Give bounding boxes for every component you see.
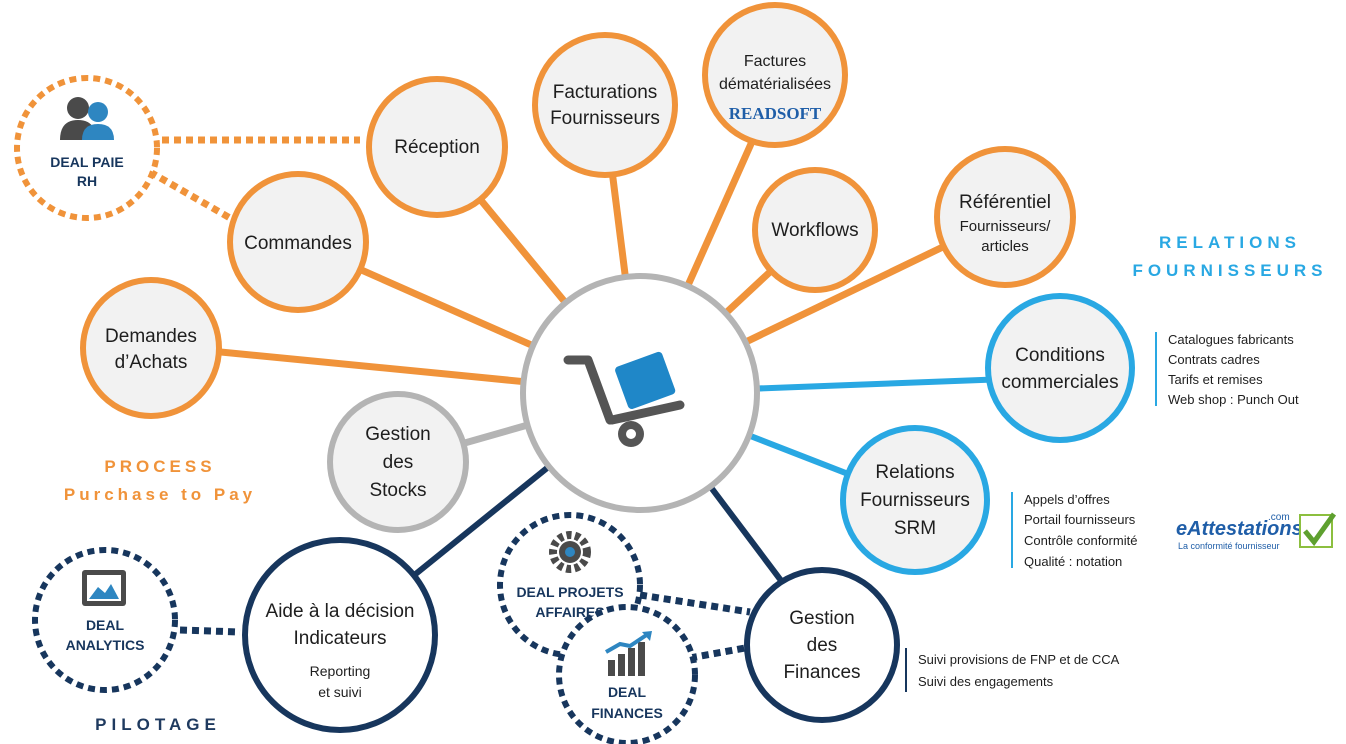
dotted-paie-commandes [148, 168, 232, 222]
facturations-line-2: Fournisseurs [550, 108, 660, 129]
relations-title-2: FOURNISSEURS [1132, 261, 1327, 280]
list-item: Contrôle conformité [1024, 533, 1137, 548]
conditions-line-1: Conditions [1015, 345, 1105, 366]
dotted-projets-finances [639, 591, 751, 616]
aide-line-2: Indicateurs [294, 628, 387, 649]
pilotage-title: PILOTAGE [95, 715, 221, 734]
relations-line-1: Relations [875, 462, 954, 483]
node-gestion-stocks[interactable]: Gestion des Stocks [327, 391, 469, 533]
referentiel-sub-1: Fournisseurs/ [960, 218, 1052, 235]
factures-line-1: Factures [744, 53, 806, 70]
node-reception[interactable]: Réception [366, 76, 508, 218]
gear-icon [549, 531, 591, 573]
finances-list: Suivi provisions de FNP et de CCA Suivi … [905, 648, 1120, 692]
list-item: Catalogues fabricants [1168, 332, 1294, 347]
demandes-line-1: Demandes [105, 326, 197, 347]
node-gestion-finances[interactable]: Gestion des Finances [744, 567, 900, 723]
finances-line-3: Finances [783, 662, 860, 683]
list-item: Appels d’offres [1024, 492, 1110, 507]
finance-bars-icon [605, 631, 652, 676]
deal-finances-line-1: DEAL [608, 684, 647, 700]
relations-list: Appels d’offres Portail fournisseurs Con… [1011, 492, 1137, 569]
node-aide-decision[interactable]: Aide à la décision Indicateurs Reporting… [242, 537, 438, 733]
list-item: Tarifs et remises [1168, 372, 1263, 387]
node-factures[interactable]: Factures dématérialisées READSOFT [702, 2, 848, 148]
eattestations-suffix: .com [1268, 512, 1290, 523]
deal-finances-line-2: FINANCES [591, 705, 663, 721]
node-demandes[interactable]: Demandes d’Achats [80, 277, 222, 419]
list-item: Qualité : notation [1024, 554, 1122, 569]
process-subtitle: Purchase to Pay [64, 485, 256, 504]
referentiel-title: Référentiel [959, 192, 1051, 213]
conditions-list: Catalogues fabricants Contrats cadres Ta… [1155, 332, 1299, 407]
users-icon [60, 97, 114, 140]
deal-projets-line-1: DEAL PROJETS [516, 584, 623, 600]
reception-label: Réception [394, 137, 480, 158]
dotted-analytics-aide [179, 626, 241, 636]
facturations-line-1: Facturations [553, 82, 658, 103]
factures-line-2: dématérialisées [719, 76, 831, 93]
aide-sub-2: et suivi [318, 684, 362, 700]
deal-finances-module[interactable]: DEAL FINANCES [556, 604, 698, 744]
node-relations[interactable]: Relations Fournisseurs SRM [840, 425, 990, 575]
hand-truck-icon [563, 351, 685, 447]
finances-line-2: des [807, 635, 838, 656]
deal-paie-line-1: DEAL PAIE [50, 154, 123, 170]
aide-line-1: Aide à la décision [266, 601, 415, 622]
referentiel-sub-2: articles [981, 238, 1029, 255]
process-title: PROCESS [104, 457, 215, 476]
aide-sub-1: Reporting [310, 663, 371, 679]
eattestations-tagline: La conformité fournisseur [1178, 541, 1280, 551]
workflows-label: Workflows [771, 220, 858, 241]
eattestations-logo: eAttestations .com La conformité fournis… [1176, 512, 1337, 551]
list-item: Contrats cadres [1168, 352, 1260, 367]
node-workflows[interactable]: Workflows [752, 167, 878, 293]
analytics-chart-icon [82, 570, 126, 606]
deal-analytics-module[interactable]: DEAL ANALYTICS [32, 547, 178, 693]
list-item: Suivi provisions de FNP et de CCA [918, 652, 1120, 667]
list-item: Suivi des engagements [918, 674, 1054, 689]
relations-title-1: RELATIONS [1159, 233, 1301, 252]
demandes-line-2: d’Achats [115, 352, 188, 373]
finances-line-1: Gestion [789, 608, 854, 629]
node-referentiel[interactable]: Référentiel Fournisseurs/ articles [934, 146, 1076, 288]
commandes-label: Commandes [244, 233, 352, 254]
node-facturations[interactable]: Facturations Fournisseurs [532, 32, 678, 178]
relations-line-2: Fournisseurs [860, 490, 970, 511]
deal-analytics-line-1: DEAL [86, 617, 125, 633]
list-item: Web shop : Punch Out [1168, 392, 1299, 407]
relations-line-3: SRM [894, 518, 936, 539]
stocks-line-2: des [383, 452, 414, 473]
deal-paie-line-2: RH [77, 173, 97, 189]
center-hub [520, 273, 760, 513]
checkmark-icon [1303, 512, 1337, 547]
node-commandes[interactable]: Commandes [227, 171, 369, 313]
deal-analytics-line-2: ANALYTICS [66, 637, 145, 653]
dotted-dealfin-finances [689, 644, 746, 662]
node-conditions[interactable]: Conditions commerciales [985, 293, 1135, 443]
list-item: Portail fournisseurs [1024, 512, 1136, 527]
deal-paie-module[interactable]: DEAL PAIE RH [14, 75, 160, 221]
stocks-line-1: Gestion [365, 424, 430, 445]
readsoft-logo: READSOFT [729, 104, 822, 123]
eattestations-brand: eAttestations [1176, 518, 1303, 540]
stocks-line-3: Stocks [369, 480, 426, 501]
conditions-line-2: commerciales [1001, 372, 1118, 393]
deal-projets-line-2: AFFAIRES [535, 604, 604, 620]
